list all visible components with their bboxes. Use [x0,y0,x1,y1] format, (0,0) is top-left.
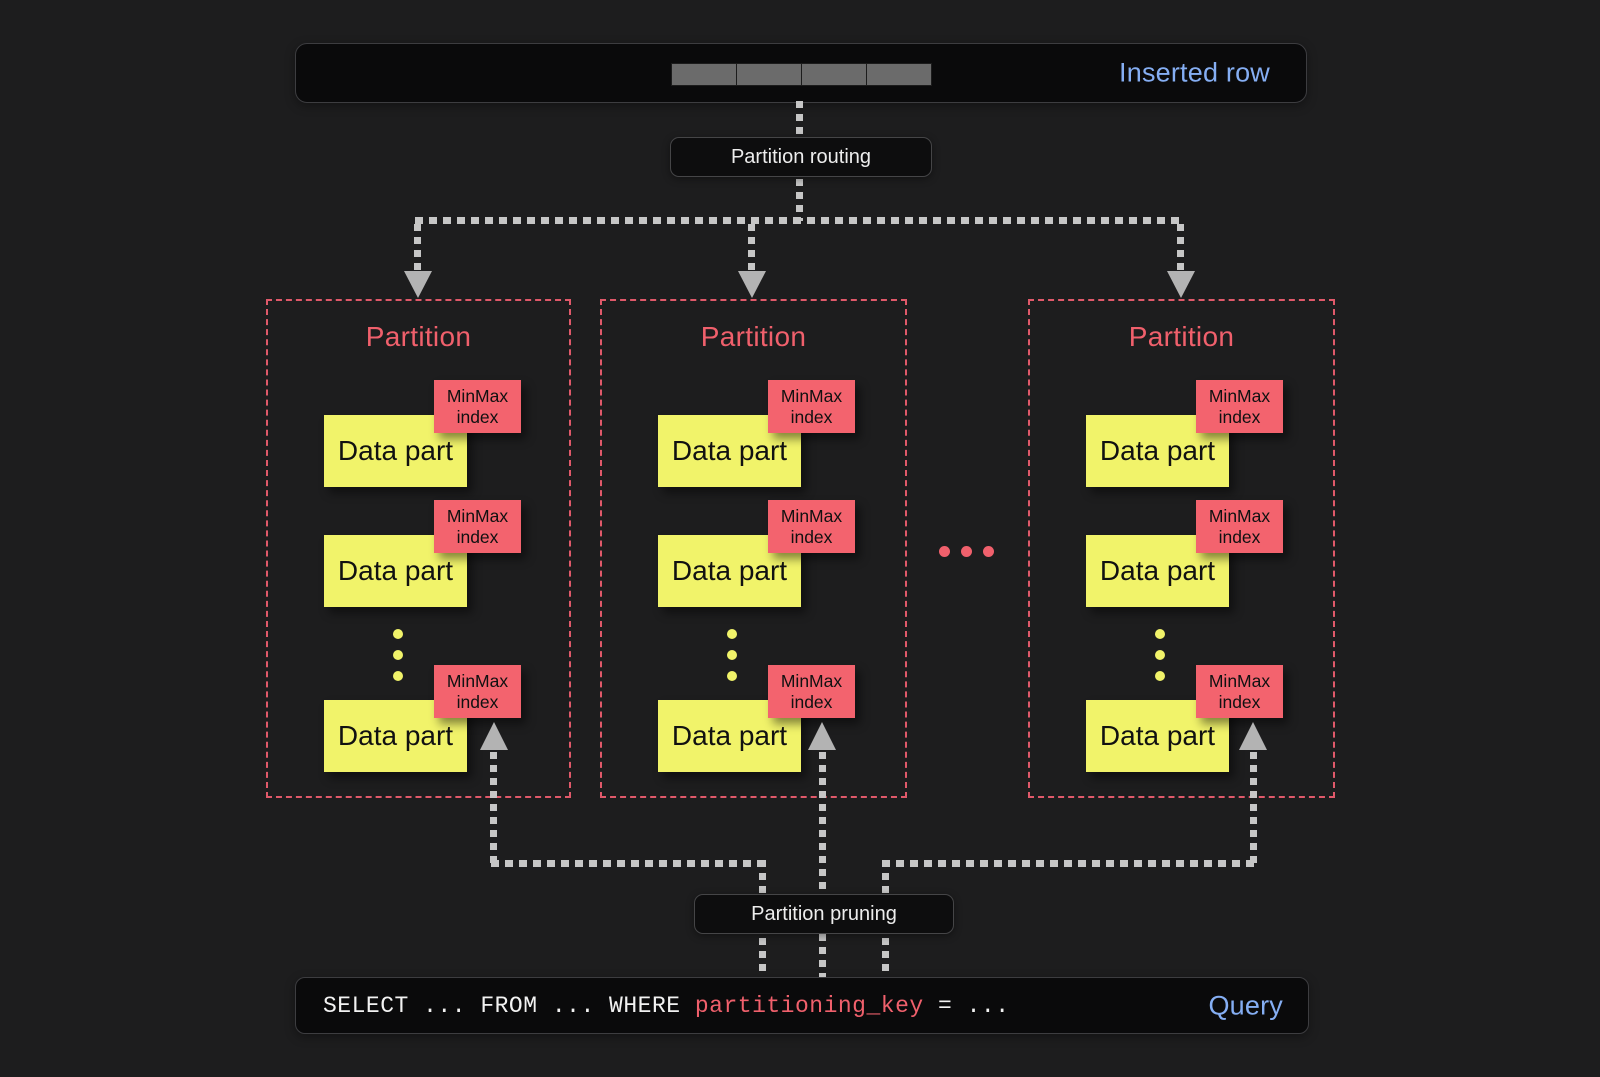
partition-title: Partition [700,321,807,352]
minmax-index-tag: MinMax index [1196,665,1283,718]
partition-box: Partition MinMax index Data part MinMax … [266,299,571,798]
row-segment [801,63,867,86]
arrow-down-icon [1167,271,1195,298]
minmax-index-tag: MinMax index [1196,380,1283,433]
minmax-index-tag: MinMax index [434,380,521,433]
arrow-up-icon [1239,722,1267,750]
data-part-box: Data part [324,700,467,772]
arrow-up-icon [808,722,836,750]
partition-pruning-label: Partition pruning [694,894,954,934]
minmax-index-tag: MinMax index [768,665,855,718]
minmax-index-tag: MinMax index [768,380,855,433]
horizontal-ellipsis-dots [939,546,994,557]
routing-drop-line [414,224,421,272]
minmax-index-tag: MinMax index [434,665,521,718]
pruning-line [491,860,766,867]
vertical-ellipsis-dots [393,629,403,681]
arrow-down-icon [404,271,432,298]
routing-drop-line [1177,224,1184,272]
query-bar: SELECT ... FROM ... WHERE partitioning_k… [295,977,1309,1034]
sql-query-text: SELECT ... FROM ... WHERE partitioning_k… [323,993,1010,1019]
partition-title: Partition [365,321,472,352]
partition-box: Partition MinMax index Data part MinMax … [1028,299,1335,798]
row-segment [736,63,802,86]
arrow-up-icon [480,722,508,750]
vertical-ellipsis-dots [727,629,737,681]
routing-drop-line [748,224,755,272]
vertical-ellipsis-dots [1155,629,1165,681]
sql-suffix: = ... [923,992,1010,1019]
minmax-index-tag: MinMax index [434,500,521,553]
partition-box: Partition MinMax index Data part MinMax … [600,299,907,798]
arrow-down-icon [738,271,766,298]
inserted-row-segments [671,63,932,86]
minmax-index-tag: MinMax index [1196,500,1283,553]
sql-partitioning-key: partitioning_key [694,992,924,1019]
inserted-row-label: Inserted row [1119,57,1270,88]
sql-prefix: SELECT ... FROM ... WHERE [323,992,695,1019]
partition-routing-label: Partition routing [670,137,932,177]
pruning-line [490,752,497,867]
query-label: Query [1208,990,1283,1020]
data-part-box: Data part [1086,415,1229,487]
pruning-line [819,752,826,977]
row-segment [671,63,737,86]
row-segment [866,63,932,86]
minmax-index-tag: MinMax index [768,500,855,553]
inserted-row-bar: Inserted row [295,43,1307,103]
pruning-line [1250,752,1257,867]
partition-title: Partition [1128,321,1235,352]
routing-branch-line [415,217,1185,224]
pruning-line [882,860,1257,867]
